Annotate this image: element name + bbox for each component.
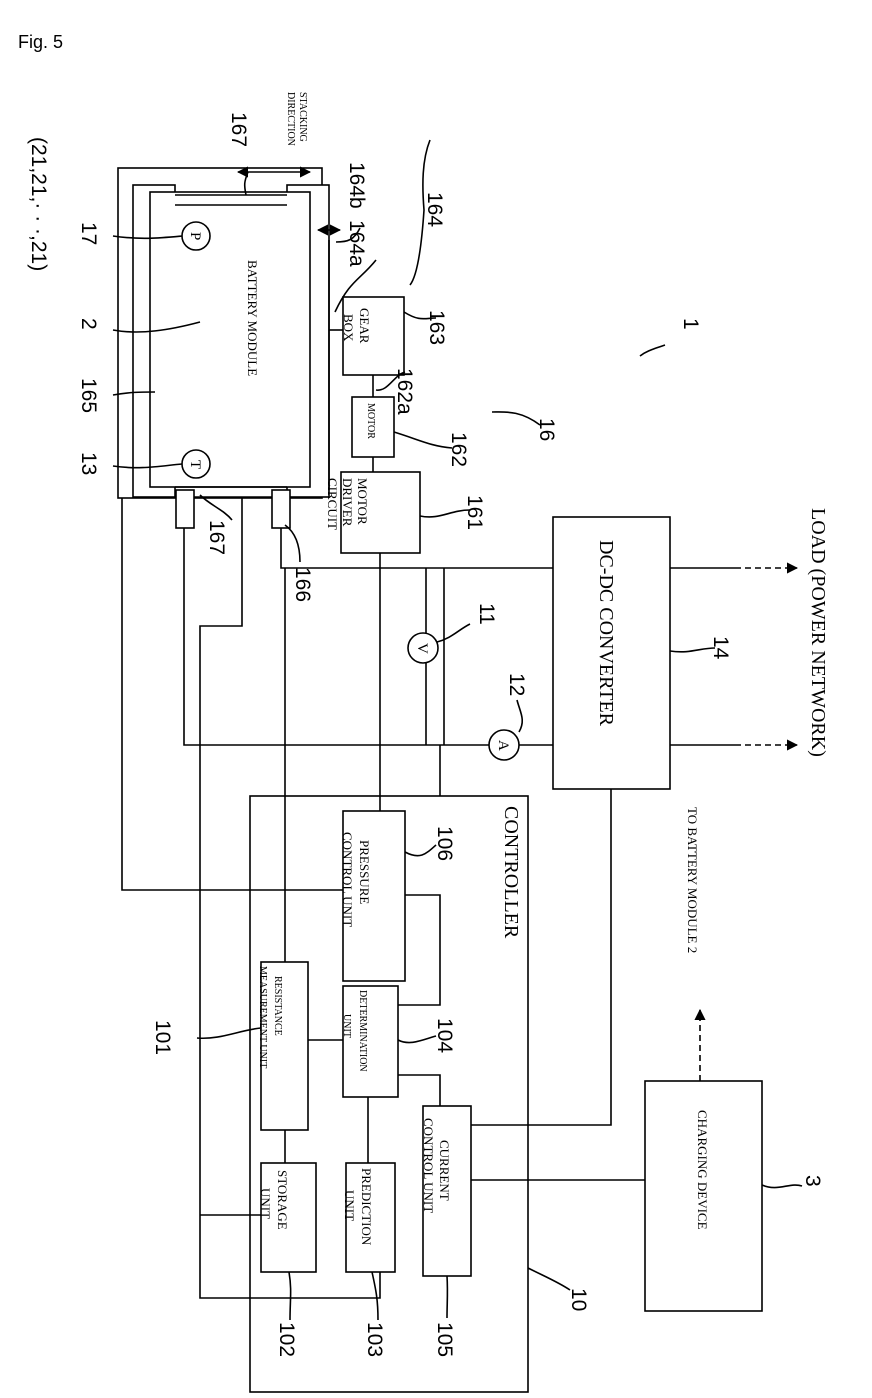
leader-166 xyxy=(285,525,300,562)
ref-cells: (21,21,· · ·,21) xyxy=(27,137,50,271)
motor-driver-label-2: DRIVER xyxy=(340,478,355,527)
ref-162a: 162a xyxy=(393,368,416,415)
ref-167-bottom: 167 xyxy=(205,520,228,555)
leader-161 xyxy=(420,510,470,517)
current-control-label-2: CONTROL UNIT xyxy=(421,1118,436,1213)
resistance-label-2: MEASUREMENT UNIT xyxy=(257,966,268,1068)
ref-164b: 164b xyxy=(345,162,368,209)
leader-1 xyxy=(640,345,665,356)
ref-2: 2 xyxy=(77,318,100,330)
resistance-label-1: RESISTANCE xyxy=(272,976,283,1036)
pressure-control-label-2: CONTROL UNIT xyxy=(340,832,355,927)
prediction-label-2: UNIT xyxy=(342,1190,357,1221)
sensor-block-right xyxy=(272,490,290,528)
ref-1: 1 xyxy=(679,318,702,330)
gear-box-label-2: BOX xyxy=(341,314,356,342)
leader-12 xyxy=(517,700,522,732)
ref-16: 16 xyxy=(535,418,558,441)
leader-10 xyxy=(528,1268,570,1290)
ref-102: 102 xyxy=(275,1322,298,1357)
ref-101: 101 xyxy=(151,1020,174,1055)
pressure-control-label-1: PRESSURE xyxy=(357,840,372,904)
ref-13: 13 xyxy=(77,452,100,475)
pressure-mechanism-16: GEAR BOX MOTOR MOTOR DRIVER CIRCUIT xyxy=(325,297,420,553)
temperature-symbol: T xyxy=(187,460,203,469)
to-battery-label: TO BATTERY MODULE 2 xyxy=(685,807,700,953)
leader-162 xyxy=(394,432,452,448)
gear-box-label-1: GEAR xyxy=(357,308,372,344)
current-control-label-1: CURRENT xyxy=(437,1140,452,1201)
leader-16 xyxy=(492,412,540,425)
ref-163: 163 xyxy=(425,310,448,345)
ref-104: 104 xyxy=(433,1018,456,1053)
pressure-symbol: P xyxy=(187,232,203,240)
ref-17: 17 xyxy=(77,222,100,245)
controller-label: CONTROLLER xyxy=(500,806,522,939)
leader-14 xyxy=(670,648,715,652)
stacking-label-2: DIRECTION xyxy=(285,92,296,146)
determination-unit-104 xyxy=(343,986,398,1097)
ref-3: 3 xyxy=(801,1175,824,1187)
ref-106: 106 xyxy=(433,826,456,861)
ref-10: 10 xyxy=(567,1288,590,1311)
ref-162: 162 xyxy=(447,432,470,467)
power-wiring xyxy=(184,528,553,745)
motor-label: MOTOR xyxy=(365,403,376,439)
sensor-block-left xyxy=(176,490,194,528)
battery-module-assembly: BATTERY MODULE P T STACKING DIRECTION xyxy=(118,92,340,528)
dcdc-label: DC-DC CONVERTER xyxy=(595,540,617,727)
leader-11 xyxy=(437,624,470,642)
ref-14: 14 xyxy=(709,636,732,660)
determination-label-2: UNIT xyxy=(341,1014,352,1038)
determination-label-1: DETERMINATION xyxy=(357,990,368,1072)
ref-105: 105 xyxy=(433,1322,456,1357)
ref-11: 11 xyxy=(475,603,498,625)
load-label: LOAD (POWER NETWORK) xyxy=(807,508,829,757)
ref-161: 161 xyxy=(463,495,486,530)
ref-103: 103 xyxy=(363,1322,386,1357)
stacking-label-1: STACKING xyxy=(297,92,308,142)
storage-label-1: STORAGE xyxy=(275,1170,290,1230)
motor-driver-label-3: CIRCUIT xyxy=(325,478,340,530)
motor-driver-label-1: MOTOR xyxy=(355,478,370,525)
prediction-label-1: PREDICTION xyxy=(359,1168,374,1246)
charging-label: CHARGING DEVICE xyxy=(695,1110,710,1230)
ref-167-top: 167 xyxy=(227,112,250,147)
battery-module-label: BATTERY MODULE xyxy=(245,260,260,376)
ref-165: 165 xyxy=(77,378,100,413)
battery-module-label-rot: BATTERY MODULE xyxy=(245,260,260,376)
ammeter-symbol: A xyxy=(495,740,511,751)
voltmeter-symbol: V xyxy=(414,643,430,654)
leader-3 xyxy=(762,1185,802,1188)
ref-164a: 164a xyxy=(345,220,368,267)
ref-12: 12 xyxy=(505,673,528,696)
ref-166: 166 xyxy=(291,567,314,602)
ref-164: 164 xyxy=(423,192,446,227)
